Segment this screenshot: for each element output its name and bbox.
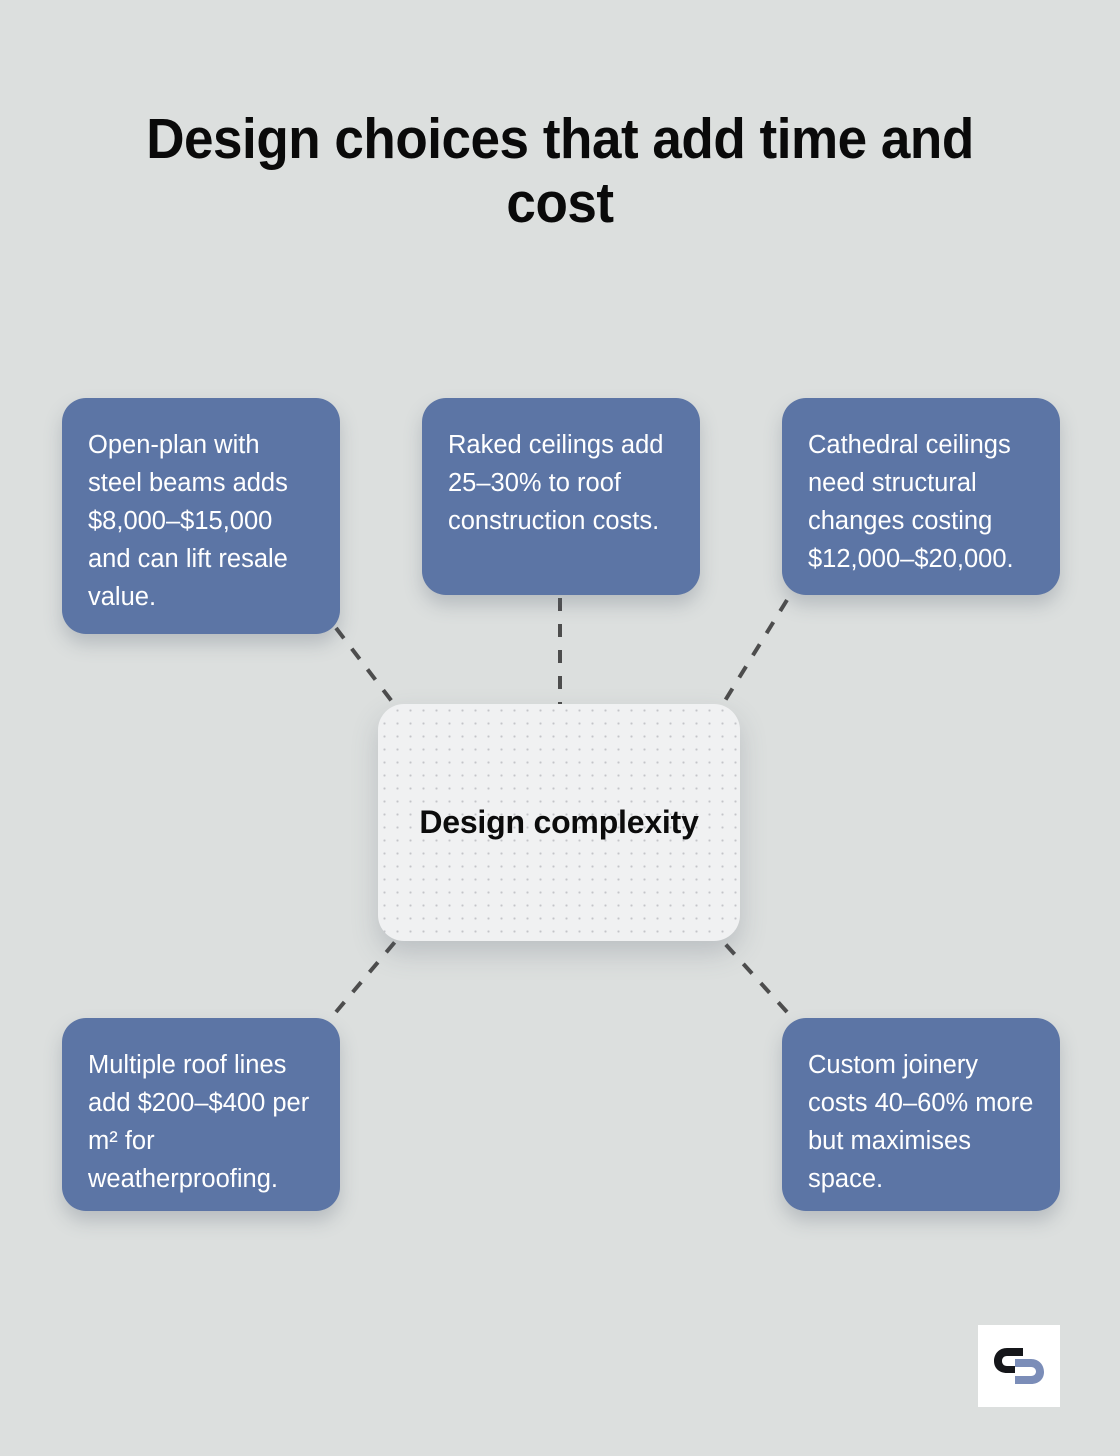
connector-joinery — [716, 934, 789, 1014]
node-raked-ceilings-text: Raked ceilings add 25–30% to roof constr… — [448, 431, 664, 535]
node-custom-joinery-text: Custom joinery costs 40–60% more but max… — [808, 1051, 1034, 1193]
center-hub-label: Design complexity — [419, 804, 699, 840]
node-cathedral-ceilings[interactable]: Cathedral ceilings need structural chang… — [782, 398, 1060, 595]
node-multiple-roof-lines-text: Multiple roof lines add $200–$400 per m²… — [88, 1051, 310, 1193]
page-title: Design choices that add time and cost — [146, 107, 974, 235]
brand-logo-tile — [978, 1325, 1060, 1407]
center-hub-node[interactable]: Design complexity — [378, 704, 740, 941]
brand-logo-icon — [994, 1348, 1044, 1384]
connector-roof-lines — [334, 934, 402, 1014]
node-cathedral-ceilings-text: Cathedral ceilings need structural chang… — [808, 431, 1014, 573]
node-multiple-roof-lines[interactable]: Multiple roof lines add $200–$400 per m²… — [62, 1018, 340, 1211]
node-raked-ceilings[interactable]: Raked ceilings add 25–30% to roof constr… — [422, 398, 700, 595]
connector-cathedral — [716, 598, 789, 714]
node-custom-joinery[interactable]: Custom joinery costs 40–60% more but max… — [782, 1018, 1060, 1211]
node-open-plan-text: Open-plan with steel beams adds $8,000–$… — [88, 431, 288, 611]
node-open-plan[interactable]: Open-plan with steel beams adds $8,000–$… — [62, 398, 340, 634]
connector-open-plan — [334, 626, 402, 714]
